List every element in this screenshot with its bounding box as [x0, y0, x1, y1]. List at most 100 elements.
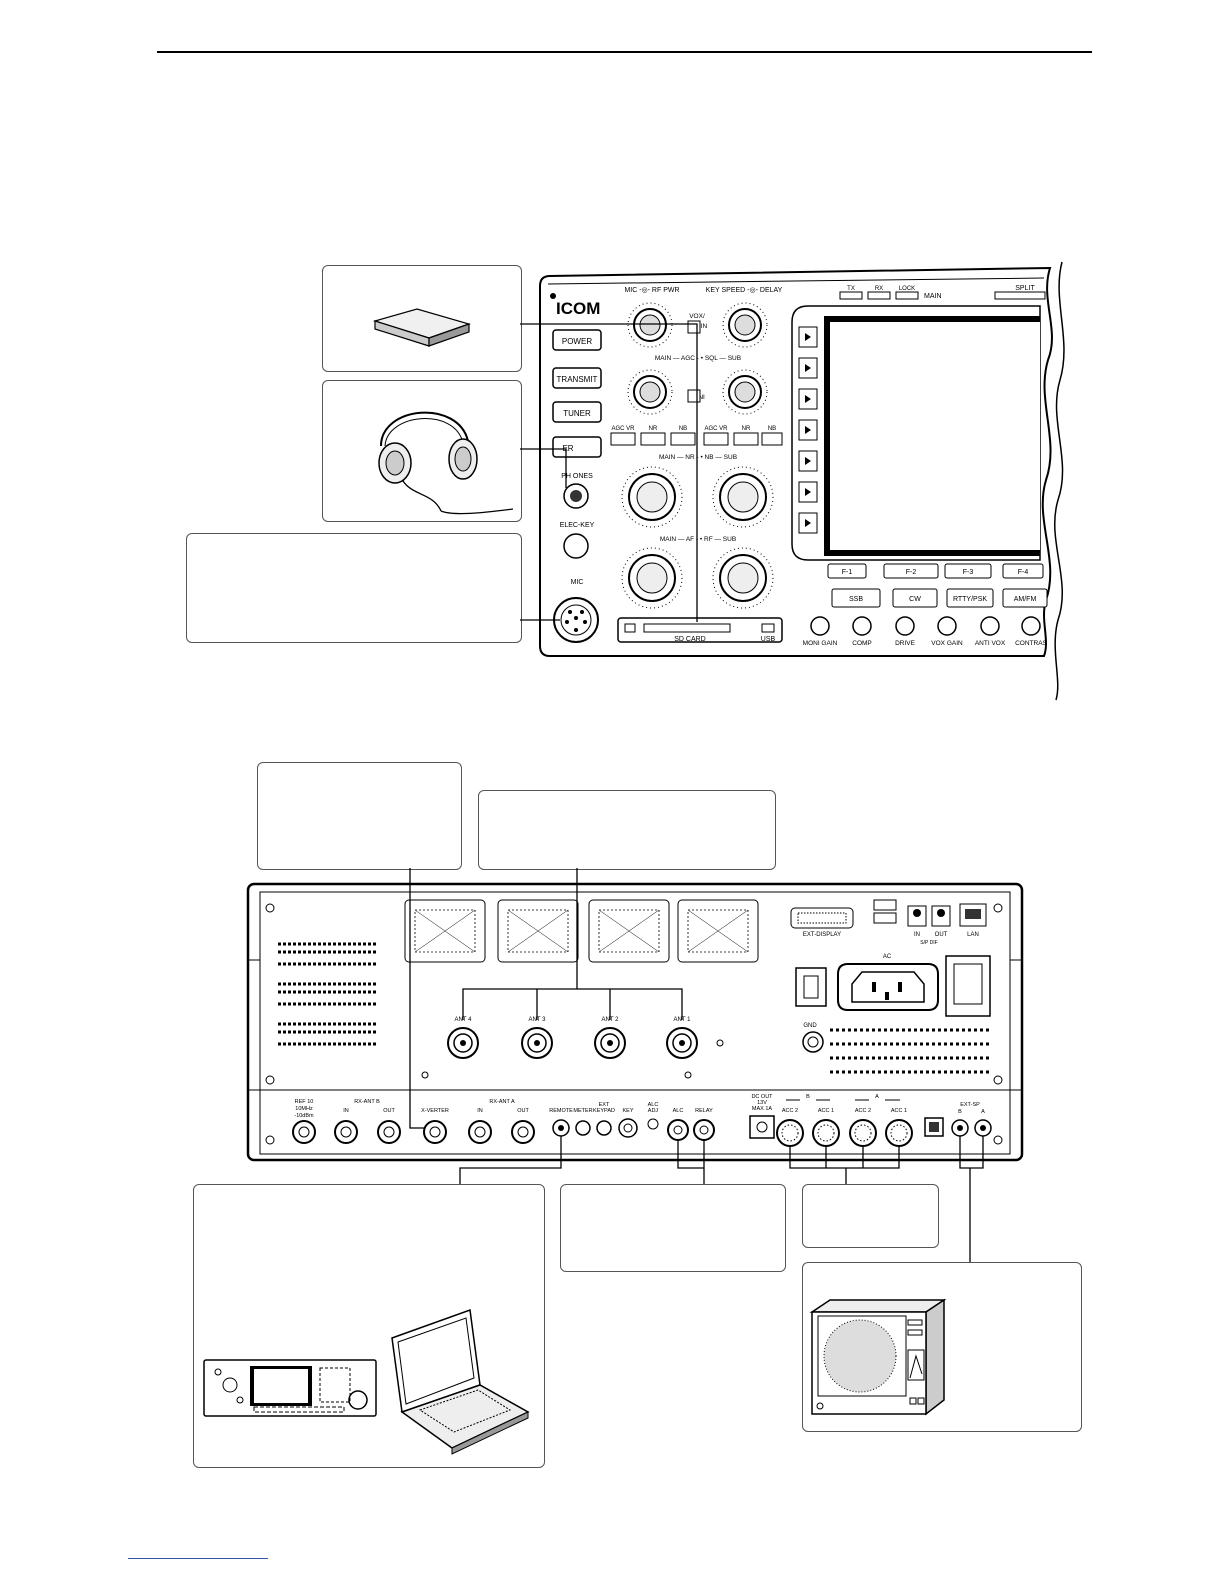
spdif-in-port[interactable]: [907, 905, 927, 927]
small-key-label: NB: [768, 426, 776, 432]
bottom-knobs: MONI GAIN COMP DRIVE VOX GAIN ANTI VOX C…: [803, 616, 1048, 647]
keyspeed-delay-knob[interactable]: [722, 302, 768, 348]
usb-port-rear-1[interactable]: [873, 899, 897, 911]
lan-port[interactable]: [959, 903, 987, 927]
ext-sp-a-jack[interactable]: [974, 1119, 992, 1137]
ext-display-port[interactable]: [790, 907, 854, 929]
dc-out-label-2: 13V: [757, 1100, 767, 1106]
sub-nb-knob[interactable]: [712, 466, 774, 528]
ac-label: AC: [883, 954, 892, 960]
elec-key-jack[interactable]: [563, 533, 589, 559]
nr-key-main[interactable]: [640, 432, 666, 446]
main-af-knob[interactable]: [621, 547, 683, 609]
acc1-a-connector[interactable]: [885, 1119, 913, 1147]
agc-vr-key-sub[interactable]: [703, 432, 729, 446]
f2-key[interactable]: [883, 563, 939, 579]
rx-ant-a-out-connector[interactable]: [511, 1120, 535, 1144]
rx-ant-b-in-connector[interactable]: [334, 1120, 358, 1144]
transmit-button[interactable]: [552, 367, 602, 389]
cw-key[interactable]: [892, 588, 938, 608]
acc1-b-connector[interactable]: [812, 1119, 840, 1147]
comp-knob[interactable]: [852, 616, 872, 636]
remote-leader: [459, 1136, 562, 1184]
gnd-terminal[interactable]: [802, 1031, 824, 1053]
ant2-connector[interactable]: [594, 1027, 626, 1059]
ant3-connector[interactable]: [521, 1027, 553, 1059]
tuner-button[interactable]: [552, 401, 602, 423]
rx-ant-a-in-connector[interactable]: [468, 1120, 492, 1144]
acc1-a-label: ACC 1: [891, 1108, 907, 1114]
power-button[interactable]: [552, 329, 602, 351]
alc-jack[interactable]: [667, 1119, 689, 1141]
spdif-out-port[interactable]: [931, 905, 951, 927]
f1-key[interactable]: [827, 563, 867, 579]
breaker-switch[interactable]: [795, 967, 827, 1007]
nb-key-main[interactable]: [670, 432, 696, 446]
usb-b-port[interactable]: [924, 1117, 944, 1137]
lock-button[interactable]: [895, 291, 919, 300]
am-fm-key[interactable]: [1002, 588, 1048, 608]
nb-key-sub[interactable]: [761, 432, 783, 446]
key-jack[interactable]: [618, 1118, 638, 1138]
moni-gain-knob[interactable]: [810, 616, 830, 636]
in-label: IN: [701, 323, 708, 330]
main-nr-knob[interactable]: [621, 466, 683, 528]
sd-card-slot[interactable]: [643, 623, 731, 633]
acc2-a-connector[interactable]: [849, 1119, 877, 1147]
small-key-label: AGC VR: [611, 426, 635, 432]
sub-sql-knob[interactable]: [722, 369, 768, 415]
anti-vox-knob[interactable]: [980, 616, 1000, 636]
dc-out-label-3: MAX 1A: [752, 1106, 773, 1112]
ant1-connector[interactable]: [666, 1027, 698, 1059]
voice-button[interactable]: [552, 436, 602, 458]
ant4-connector[interactable]: [447, 1027, 479, 1059]
ac-inlet[interactable]: [837, 963, 939, 1011]
f2-label: F-2: [906, 569, 917, 576]
ssb-key[interactable]: [831, 588, 881, 608]
vox-gain-knob[interactable]: [937, 616, 957, 636]
power-switch[interactable]: [945, 955, 991, 1017]
elec-key-label: ELEC-KEY: [560, 522, 595, 529]
alc-adj-control[interactable]: [647, 1118, 659, 1130]
dc-out-jack[interactable]: [749, 1115, 775, 1139]
cw-label: CW: [909, 596, 921, 603]
acc2-b-connector[interactable]: [776, 1119, 804, 1147]
rtty-psk-key[interactable]: [946, 588, 994, 608]
usb-port-front[interactable]: [761, 623, 775, 633]
footer-link-underline[interactable]: [128, 1558, 268, 1559]
mini-button[interactable]: [687, 389, 701, 403]
contrast-label: CONTRAS: [1015, 640, 1047, 647]
relay-jack[interactable]: [693, 1119, 715, 1141]
drive-knob[interactable]: [895, 616, 915, 636]
remote-jack[interactable]: [552, 1119, 570, 1137]
acc2-b-label: ACC 2: [782, 1108, 798, 1114]
meter-jack[interactable]: [575, 1120, 591, 1136]
f1-label: F-1: [842, 569, 853, 576]
vox-button[interactable]: [687, 320, 701, 334]
ext-keypad-jack[interactable]: [596, 1120, 612, 1136]
sd-card-leader: [520, 323, 698, 622]
f4-key[interactable]: [1002, 563, 1044, 579]
usb-port-rear-2[interactable]: [873, 912, 897, 924]
ext-sp-b-jack[interactable]: [951, 1119, 969, 1137]
voice-label: ER: [562, 444, 573, 453]
f3-key[interactable]: [944, 563, 992, 579]
main-agc-knob[interactable]: [627, 369, 673, 415]
contrast-knob[interactable]: [1021, 616, 1041, 636]
alc-label: ALC: [673, 1108, 684, 1114]
ant2-label: ANT 2: [602, 1017, 620, 1023]
split-button[interactable]: [994, 291, 1046, 300]
small-key-label: NB: [679, 426, 687, 432]
cut-line: [1054, 261, 1065, 701]
sd-card-icon: [372, 308, 471, 347]
screen-side-keys: [798, 326, 818, 534]
rx-ant-b-out-connector[interactable]: [377, 1120, 401, 1144]
remote-label: REMOTE: [549, 1108, 573, 1114]
sub-rf-knob[interactable]: [712, 547, 774, 609]
agc-vr-key-main[interactable]: [610, 432, 636, 446]
mic-rfpwr-knob[interactable]: [627, 302, 673, 348]
small-keys-row: AGC VR NR NB AGC VR NR NB: [610, 426, 783, 446]
ref-connector[interactable]: [292, 1120, 316, 1144]
nr-key-sub[interactable]: [733, 432, 759, 446]
xverter-connector[interactable]: [423, 1120, 447, 1144]
